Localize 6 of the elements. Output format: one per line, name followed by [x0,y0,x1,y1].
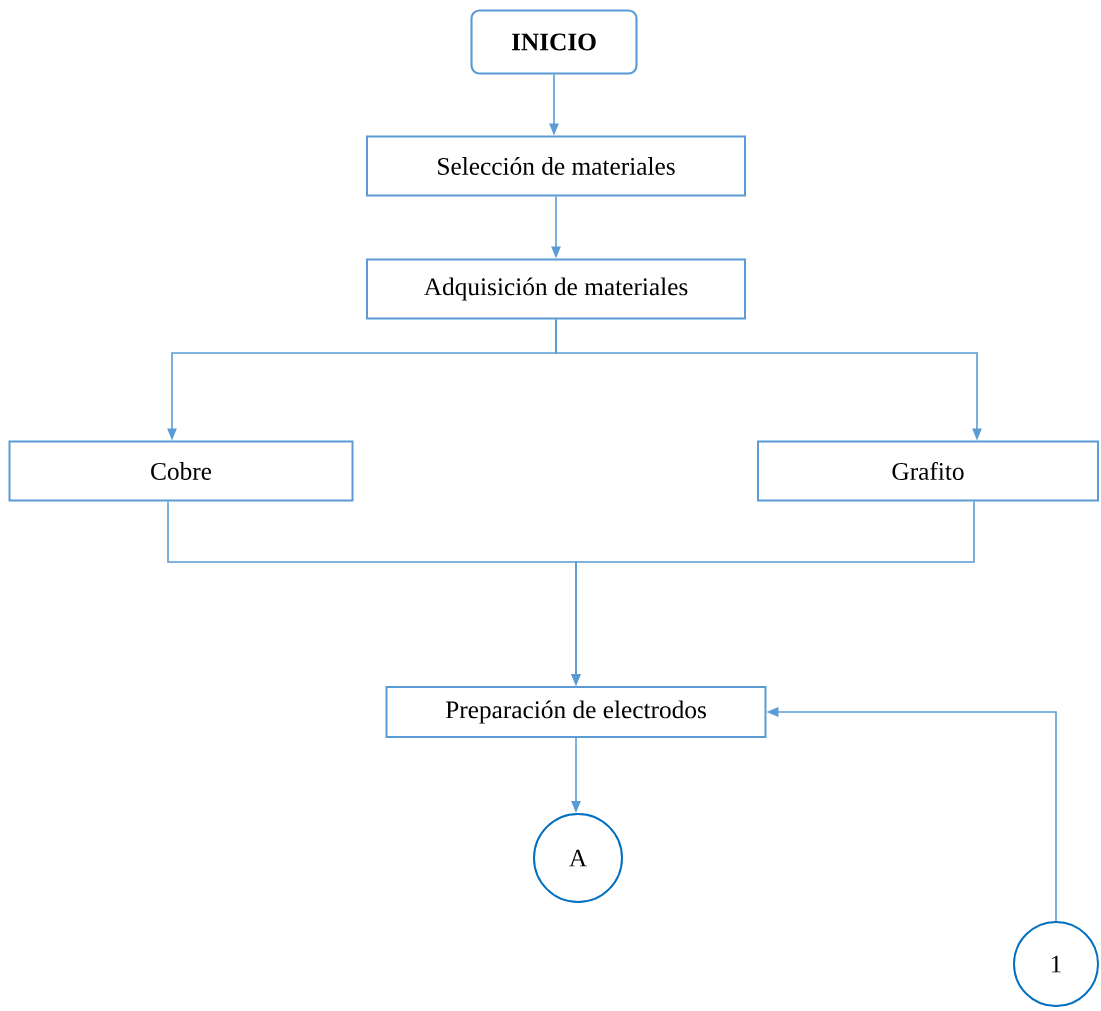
process-box: Cobre [8,440,354,502]
process-box: Grafito [757,440,1099,502]
start-box: INICIO [470,9,638,75]
process-box: Preparación de electrodos [385,686,767,738]
process-box: Adquisición de materiales [366,258,746,320]
process-box: Selección de materiales [366,135,746,197]
